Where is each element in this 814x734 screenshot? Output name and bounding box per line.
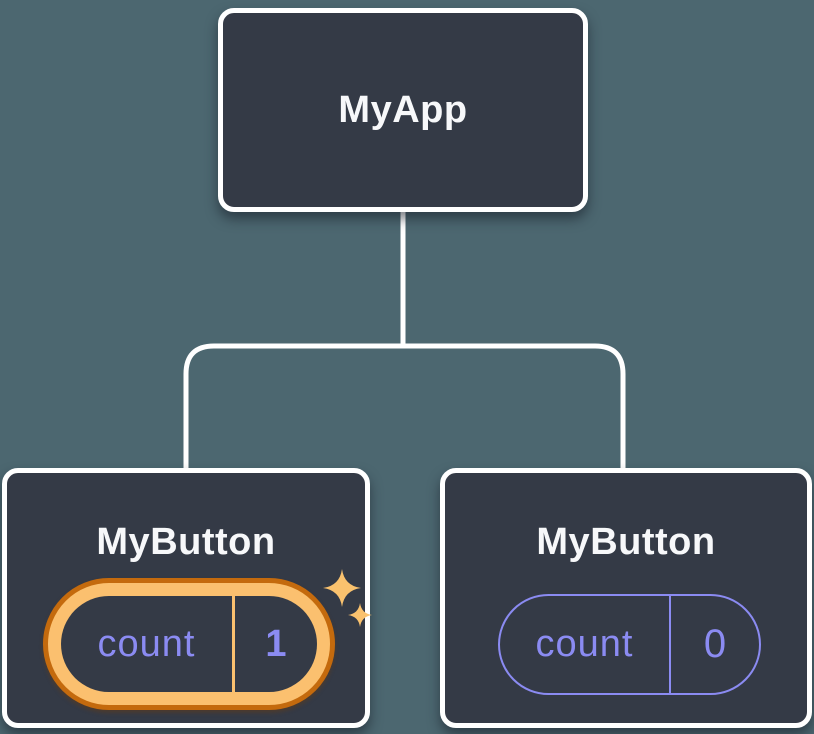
state-name-label: count	[97, 622, 196, 665]
pill-divider	[232, 596, 235, 692]
state-value: 1	[265, 622, 287, 665]
node-mybutton-right: MyButton count 0	[440, 468, 812, 728]
node-title: MyButton	[96, 521, 276, 563]
node-title: MyButton	[536, 521, 716, 563]
node-mybutton-left: MyButton count 1	[2, 468, 372, 728]
state-pill-highlighted: count 1	[43, 578, 335, 710]
pill-divider	[669, 596, 671, 693]
state-pill-body: count 1	[61, 596, 317, 692]
state-name-label: count	[535, 623, 634, 665]
node-myapp: MyApp	[218, 8, 588, 212]
state-pill: count 0	[498, 594, 761, 695]
state-value: 0	[703, 622, 727, 666]
node-title: MyApp	[338, 88, 468, 131]
